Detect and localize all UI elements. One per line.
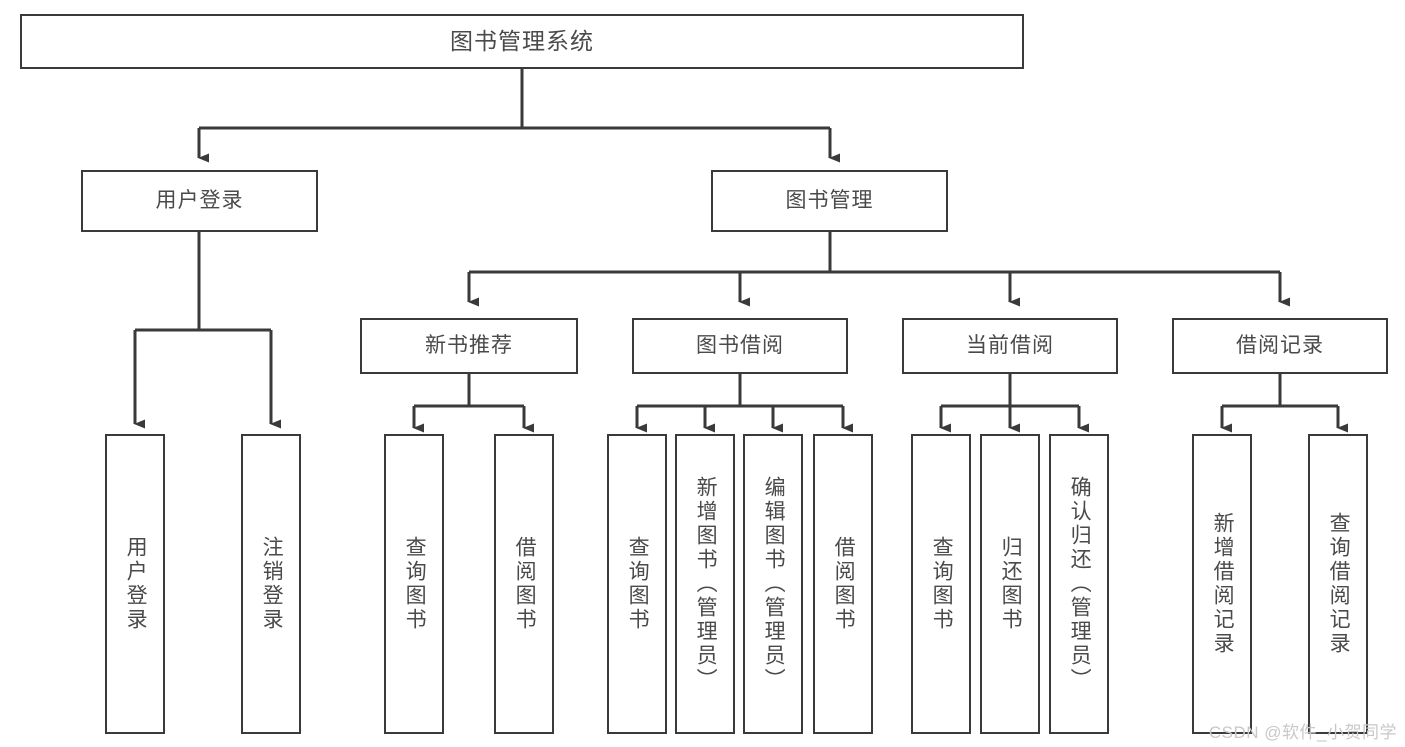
leaf-current-borrow-2-label: 归还图书 xyxy=(999,536,1023,632)
node-borrow-record[interactable]: 借阅记录 xyxy=(1172,318,1388,374)
leaf-book-borrow-4-label: 借阅图书 xyxy=(832,536,856,632)
leaf-current-borrow-1[interactable]: 查询图书 xyxy=(911,434,971,734)
leaf-borrow-record-1[interactable]: 新增借阅记录 xyxy=(1192,434,1252,734)
node-new-book-rec[interactable]: 新书推荐 xyxy=(360,318,578,374)
leaf-book-borrow-1-label: 查询图书 xyxy=(626,536,650,632)
node-current-borrow-label: 当前借阅 xyxy=(966,333,1054,357)
leaf-book-borrow-3[interactable]: 编辑图书（管理员） xyxy=(743,434,803,734)
leaf-current-borrow-3[interactable]: 确认归还（管理员） xyxy=(1049,434,1109,734)
leaf-book-borrow-2[interactable]: 新增图书（管理员） xyxy=(675,434,735,734)
leaf-user-login-1-label: 用户登录 xyxy=(124,536,148,632)
leaf-current-borrow-1-label: 查询图书 xyxy=(930,536,954,632)
leaf-user-login-1[interactable]: 用户登录 xyxy=(105,434,165,734)
leaf-borrow-record-2-label: 查询借阅记录 xyxy=(1327,512,1351,656)
leaf-new-book-2-label: 借阅图书 xyxy=(513,536,537,632)
node-current-borrow[interactable]: 当前借阅 xyxy=(902,318,1118,374)
leaf-new-book-1-label: 查询图书 xyxy=(403,536,427,632)
leaf-book-borrow-2-label: 新增图书（管理员） xyxy=(694,476,718,692)
leaf-borrow-record-2[interactable]: 查询借阅记录 xyxy=(1308,434,1368,734)
node-user-login[interactable]: 用户登录 xyxy=(81,170,318,232)
node-user-login-label: 用户登录 xyxy=(155,188,244,212)
node-root-label: 图书管理系统 xyxy=(450,28,594,55)
node-new-book-rec-label: 新书推荐 xyxy=(425,333,513,357)
node-book-manage-label: 图书管理 xyxy=(785,188,874,212)
leaf-new-book-2[interactable]: 借阅图书 xyxy=(494,434,554,734)
leaf-current-borrow-3-label: 确认归还（管理员） xyxy=(1068,476,1092,692)
leaf-user-login-2-label: 注销登录 xyxy=(260,536,284,632)
leaf-current-borrow-2[interactable]: 归还图书 xyxy=(980,434,1040,734)
node-book-manage[interactable]: 图书管理 xyxy=(711,170,948,232)
node-book-borrow[interactable]: 图书借阅 xyxy=(632,318,848,374)
leaf-book-borrow-1[interactable]: 查询图书 xyxy=(607,434,667,734)
node-borrow-record-label: 借阅记录 xyxy=(1236,333,1324,357)
leaf-book-borrow-3-label: 编辑图书（管理员） xyxy=(762,476,786,692)
leaf-user-login-2[interactable]: 注销登录 xyxy=(241,434,301,734)
leaf-book-borrow-4[interactable]: 借阅图书 xyxy=(813,434,873,734)
leaf-borrow-record-1-label: 新增借阅记录 xyxy=(1211,512,1235,656)
leaf-new-book-1[interactable]: 查询图书 xyxy=(384,434,444,734)
node-root[interactable]: 图书管理系统 xyxy=(20,14,1024,69)
node-book-borrow-label: 图书借阅 xyxy=(696,333,784,357)
watermark: CSDN @软件_小贺同学 xyxy=(1208,723,1397,742)
